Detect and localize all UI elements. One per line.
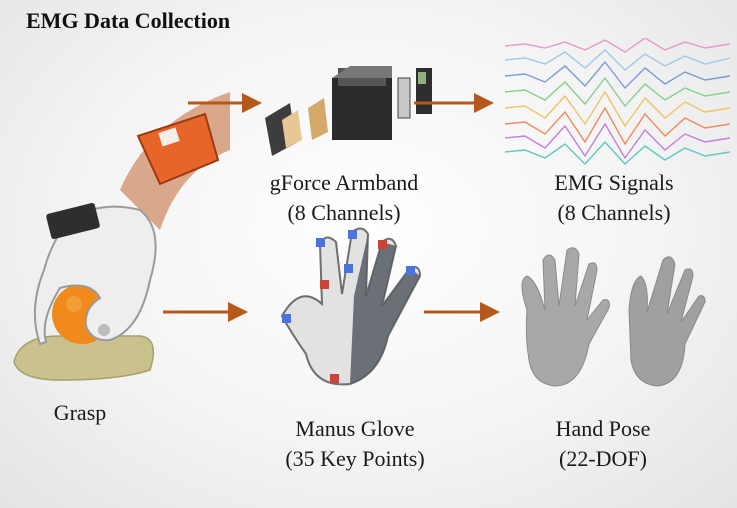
emg-label-line2: (8 Channels) [524,198,704,228]
arrow-grasp-to-armband [188,93,262,113]
grasp-label-text: Grasp [30,398,130,428]
glove-label-line1: Manus Glove [260,414,450,444]
arrow-grasp-to-glove [163,302,248,322]
emg-label-line1: EMG Signals [524,168,704,198]
armband-label: gForce Armband (8 Channels) [254,168,434,228]
pose-label-line2: (22-DOF) [528,444,678,474]
grasp-label: Grasp [30,398,130,428]
arrow-glove-to-pose [424,302,500,322]
armband-label-line1: gForce Armband [254,168,434,198]
pose-label: Hand Pose (22-DOF) [528,414,678,474]
arrow-armband-to-emg [414,93,494,113]
pose-label-line1: Hand Pose [528,414,678,444]
glove-label: Manus Glove (35 Key Points) [260,414,450,474]
emg-label: EMG Signals (8 Channels) [524,168,704,228]
armband-label-line2: (8 Channels) [254,198,434,228]
glove-label-line2: (35 Key Points) [260,444,450,474]
